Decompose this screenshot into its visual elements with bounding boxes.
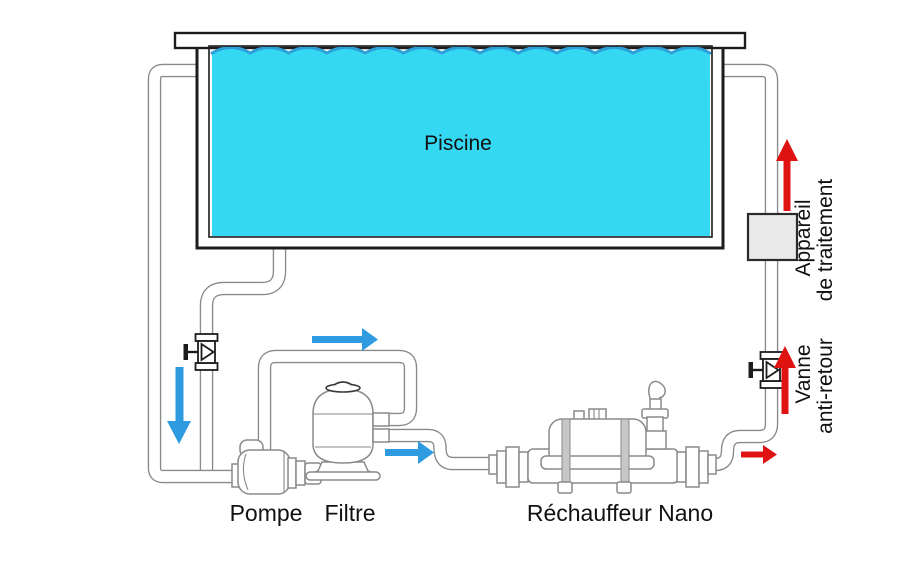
pool-label: Piscine [424,132,492,155]
pool-tank: Piscine [173,31,747,250]
heater-device [488,380,717,494]
treatment-label-line2: de traitement [814,179,837,302]
flow-arrow-right-blue-mid [385,441,434,464]
shutoff-valve-icon [182,332,219,372]
heater-label: Réchauffeur Nano [527,500,713,526]
flow-arrow-down-blue [167,367,191,444]
treatment-device-box [746,212,799,262]
flow-arrow-up-red-valve [774,346,796,414]
filter-device [305,381,390,481]
filter-lid [333,381,353,386]
filter-inlet-port [372,412,390,427]
filter-label: Filtre [324,500,375,526]
pool-water [212,47,710,236]
pipe-suction-left [147,63,238,484]
treatment-label-line1: Appareil [792,199,815,276]
flow-arrow-up-red-top [776,139,798,211]
pipe-pump-to-filter [257,349,418,452]
flow-arrow-right-red [741,445,777,464]
filter-outlet-port [372,428,390,443]
pipe-heater-to-pool [704,63,779,472]
pump-label: Pompe [230,500,303,526]
heater-hook [648,380,666,402]
check-valve-label-line2: anti-retour [814,338,837,434]
pump-device [231,439,322,495]
check-valve-label-line1: Vanne [792,344,815,403]
flow-arrow-right-blue-top [312,328,378,351]
pipe-pool-drain [199,246,287,474]
check-valve-icon [747,350,784,390]
water-wave-line [210,46,712,55]
pipe-filter-to-heater [388,428,498,471]
